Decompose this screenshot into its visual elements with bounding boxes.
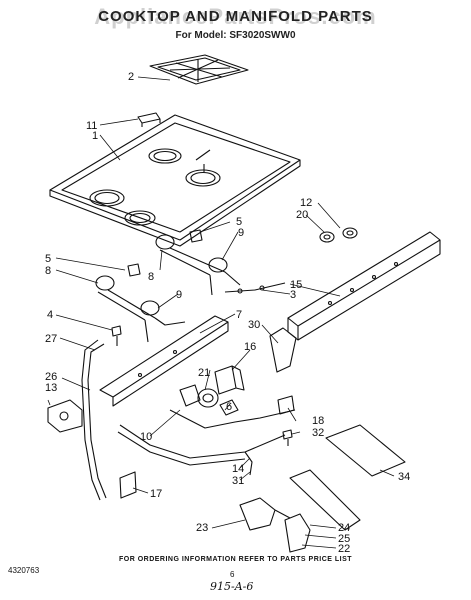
callout-26: 26 (45, 371, 57, 383)
manifold-rail-part (287, 231, 441, 341)
knob-part (342, 227, 358, 239)
thermostat-part (214, 365, 245, 395)
page-title: COOKTOP AND MANIFOLD PARTS (98, 8, 373, 25)
gas-pipe-part (81, 339, 107, 501)
callout-5b: 5 (45, 253, 51, 265)
callout-27: 27 (45, 333, 57, 345)
burner-assembly-part (95, 275, 186, 343)
cooktop-part (49, 114, 301, 247)
callout-15: 15 (290, 279, 302, 291)
clip-part (137, 112, 161, 127)
watermark: AppliancePartsPros.com (94, 4, 377, 29)
oven-burner-part (239, 469, 361, 553)
callout-30: 30 (248, 319, 260, 331)
callout-2: 2 (128, 71, 134, 83)
tubing-part (117, 424, 286, 476)
bracket-part (277, 395, 295, 415)
page-number: 6 (230, 570, 235, 579)
callout-12: 11 (86, 120, 97, 132)
callout-13: 13 (45, 382, 57, 394)
knob-part (319, 231, 335, 243)
callout-labels: 11 1 2 3 4 5 5 6 7 8 8 9 9 10 12 13 14 1… (45, 71, 410, 555)
callout-24: 24 (338, 522, 350, 534)
callout-9b: 9 (176, 289, 182, 301)
callout-34: 34 (398, 471, 410, 483)
callout-18: 18 (312, 415, 324, 427)
callout-10: 10 (140, 431, 152, 443)
callout-21: 21 (198, 367, 210, 379)
callout-14: 14 (232, 463, 244, 475)
callout-31: 31 (232, 475, 244, 487)
grate-part (149, 54, 249, 85)
callout-1: 1 (92, 130, 98, 142)
callout-11: 12 (300, 197, 312, 209)
orifice-holder-part (189, 229, 203, 243)
manifold-bracket-part (99, 315, 229, 407)
orifice-holder-part (127, 263, 141, 277)
handwritten-note: 915-A-6 (210, 580, 254, 593)
callout-9a: 9 (238, 227, 244, 239)
callout-22: 22 (338, 543, 350, 555)
callout-23: 23 (196, 522, 208, 534)
callout-8a: 8 (148, 271, 154, 283)
plate-part (325, 424, 406, 477)
side-bracket-part (269, 327, 297, 373)
callout-32: 32 (312, 427, 324, 439)
burner-assembly-part (155, 234, 286, 296)
screw-part (111, 325, 122, 346)
ordering-note: FOR ORDERING INFORMATION REFER TO PARTS … (118, 556, 353, 563)
bracket-part (119, 471, 137, 499)
valve-assembly-part (169, 384, 296, 429)
callout-4: 4 (47, 309, 53, 321)
callout-6: 6 (226, 401, 232, 413)
callout-25: 25 (338, 533, 350, 545)
model-label: For Model: SF3020SWW0 (175, 30, 296, 41)
callout-7: 7 (236, 309, 242, 321)
document-number: 4320763 (8, 566, 40, 575)
regulator-part (47, 399, 83, 433)
callout-3: 3 (290, 289, 296, 301)
callout-20: 20 (296, 209, 308, 221)
callout-8b: 8 (45, 265, 51, 277)
callout-16: 16 (244, 341, 256, 353)
callout-17: 17 (150, 488, 162, 500)
screw-part (282, 429, 293, 446)
callout-5a: 5 (236, 216, 242, 228)
